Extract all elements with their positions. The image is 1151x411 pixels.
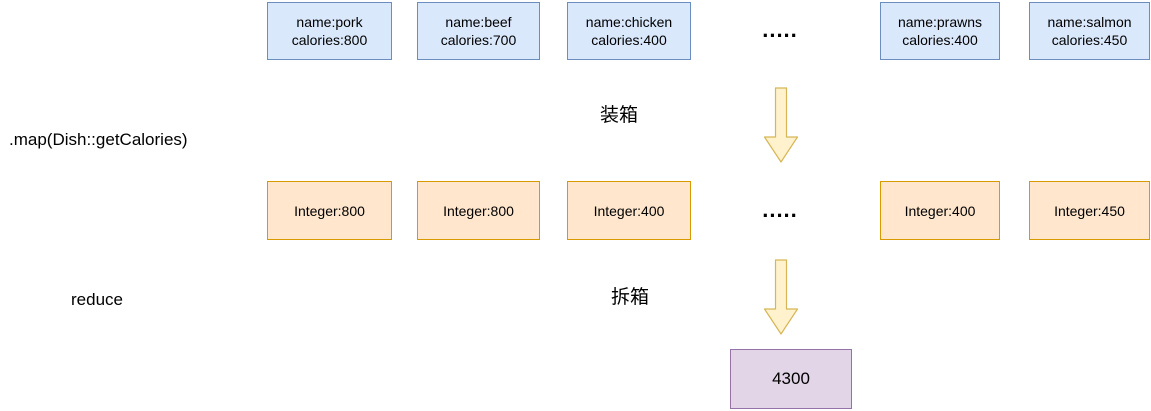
dish-box-salmon: name:salmon calories:450	[1029, 2, 1150, 60]
integer-value: Integer:800	[294, 202, 365, 219]
integer-box: Integer:400	[880, 181, 1000, 240]
dish-box-prawns: name:prawns calories:400	[880, 2, 1000, 60]
integer-value: Integer:400	[904, 202, 976, 219]
boxing-label: 装箱	[600, 105, 639, 126]
dish-box-beef: name:beef calories:700	[417, 2, 540, 60]
integer-value: Integer:800	[443, 202, 514, 219]
integer-value: Integer:450	[1054, 202, 1125, 219]
dish-name: name:chicken	[585, 14, 673, 30]
dish-calories: calories:800	[291, 32, 368, 48]
dish-name: name:salmon	[1047, 14, 1132, 30]
dish-calories: calories:400	[591, 32, 667, 48]
integer-box: Integer:400	[567, 181, 691, 240]
integer-box: Integer:800	[267, 181, 392, 240]
dish-calories: calories:450	[1051, 32, 1128, 48]
integers-ellipsis: .....	[762, 197, 798, 222]
reduce-operation-label: reduce	[71, 290, 123, 309]
map-operation-label: .map(Dish::getCalories)	[9, 130, 188, 149]
integer-box: Integer:800	[417, 181, 540, 240]
dish-name: name:prawns	[897, 14, 983, 30]
dish-box-chicken: name:chicken calories:400	[567, 2, 691, 60]
unboxing-label: 拆箱	[611, 287, 650, 308]
result-box: 4300	[730, 349, 852, 409]
dishes-ellipsis: .....	[762, 17, 798, 42]
result-value: 4300	[772, 369, 810, 388]
dish-box-pork: name:pork calories:800	[267, 2, 392, 60]
dish-name: name:pork	[296, 14, 363, 30]
integer-box: Integer:450	[1029, 181, 1150, 240]
unboxing-down-arrow-icon	[763, 259, 799, 335]
integer-value: Integer:400	[593, 202, 665, 219]
dish-name: name:beef	[445, 14, 512, 30]
dish-calories: calories:700	[440, 32, 517, 48]
boxing-down-arrow-icon	[763, 87, 799, 163]
dish-calories: calories:400	[902, 32, 978, 48]
